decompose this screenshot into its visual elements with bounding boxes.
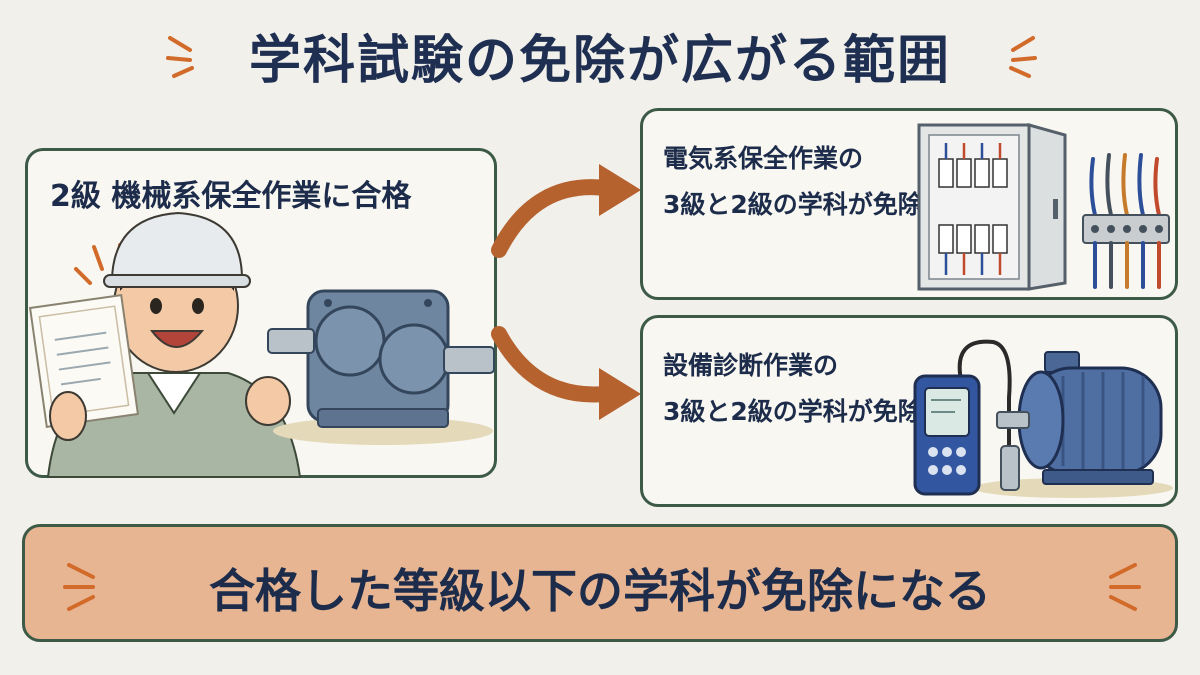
spark-icon-title-right bbox=[1009, 36, 1037, 78]
passed-qualification-heading: 2級 機械系保全作業に合格 bbox=[50, 179, 412, 214]
page-title: 学科試験の免除が広がる範囲 bbox=[248, 31, 951, 91]
gear-reducer-illustration bbox=[267, 289, 495, 445]
electrical-panel-illustration bbox=[917, 123, 1170, 291]
worker-illustration bbox=[28, 211, 302, 478]
spark-icon-banner-left bbox=[63, 563, 95, 611]
equipment-diagnosis-line1: 設備診断作業の bbox=[663, 351, 839, 380]
equipment-diagnosis-panel: 設備診断作業の 3級と2級の学科が免除 bbox=[640, 315, 1178, 507]
electrical-maintenance-line1: 電気系保全作業の bbox=[663, 144, 864, 173]
arrow-to-diagnosis bbox=[491, 326, 641, 420]
electrical-maintenance-panel: 電気系保全作業の 3級と2級の学科が免除 bbox=[640, 108, 1178, 300]
arrow-to-electrical bbox=[491, 164, 641, 258]
spark-icon-title-left bbox=[166, 36, 194, 78]
electrical-maintenance-line2: 3級と2級の学科が免除 bbox=[663, 190, 923, 219]
vibration-meter-motor-illustration bbox=[913, 339, 1173, 498]
equipment-diagnosis-line2: 3級と2級の学科が免除 bbox=[663, 397, 923, 426]
spark-icon-banner-right bbox=[1109, 563, 1141, 611]
summary-banner: 合格した等級以下の学科が免除になる bbox=[22, 524, 1178, 642]
summary-banner-text: 合格した等級以下の学科が免除になる bbox=[209, 564, 991, 618]
passed-qualification-panel: 2級 機械系保全作業に合格 bbox=[25, 148, 497, 478]
